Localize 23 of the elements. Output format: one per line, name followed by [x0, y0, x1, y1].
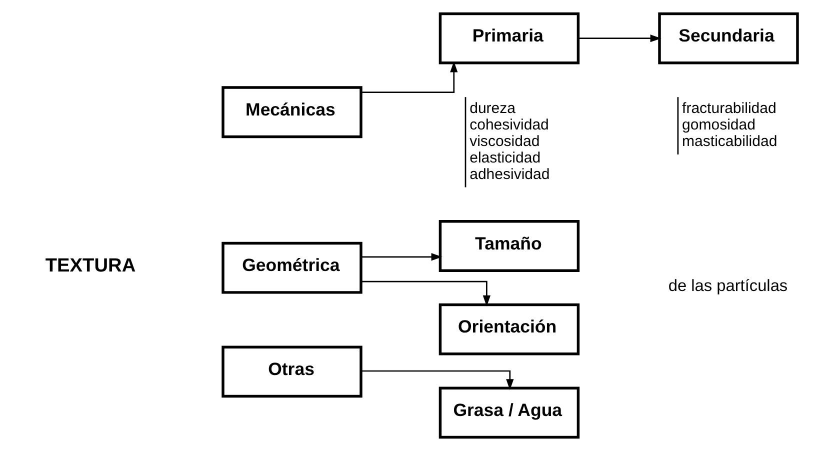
node-box: Mecánicas — [221, 86, 362, 138]
node-label: cohesividad — [469, 116, 548, 134]
arrow — [360, 253, 442, 261]
node-box: Primaria — [438, 12, 580, 64]
node-box: Secundaria — [658, 12, 798, 64]
node-box: Orientación — [438, 303, 580, 356]
node-label: masticabilidad — [682, 132, 777, 150]
arrow — [361, 370, 514, 390]
arrow — [360, 61, 458, 93]
arrow — [578, 34, 661, 42]
label: TEXTURA — [44, 256, 136, 277]
node-label: adhesividad — [469, 166, 550, 183]
node-label: viscosidad — [469, 132, 540, 150]
node-box: Grasa / Agua — [438, 386, 580, 439]
node-box: Geométrica — [221, 242, 362, 294]
node-box: Otras — [221, 346, 362, 398]
node-label: elasticidad — [469, 149, 540, 166]
node-label: dureza — [469, 100, 516, 118]
node-label: fracturabilidad — [682, 100, 776, 118]
label: de las partículas — [668, 277, 788, 296]
node-label: gomosidad — [682, 116, 756, 134]
arrow — [360, 280, 490, 306]
node-box: Tamaño — [438, 220, 580, 272]
